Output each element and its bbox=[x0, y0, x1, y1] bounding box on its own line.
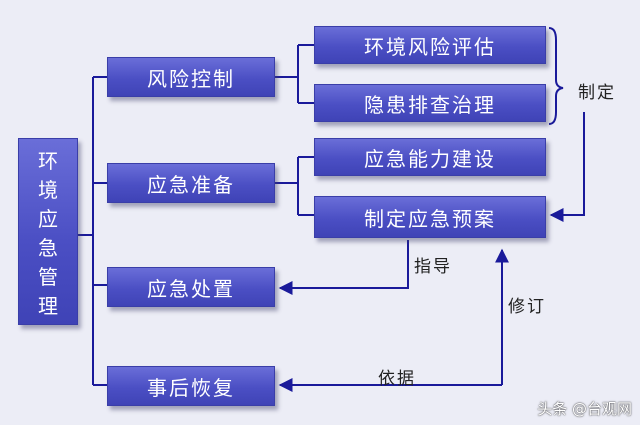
root-char: 理 bbox=[38, 293, 58, 318]
arrow-zhiding bbox=[549, 112, 585, 222]
root-char: 环 bbox=[38, 148, 58, 173]
connector-preparation-bracket bbox=[275, 156, 314, 216]
edge-label-xiuding: 修订 bbox=[508, 297, 546, 317]
node-risk-control: 风险控制 bbox=[107, 57, 275, 97]
root-char: 管 bbox=[38, 264, 58, 289]
node-emergency-response: 应急处置 bbox=[107, 267, 275, 307]
root-char: 境 bbox=[38, 177, 58, 202]
watermark: 头条 @台观网 bbox=[537, 400, 632, 418]
brace-right bbox=[548, 27, 564, 125]
edge-label-yiju: 依据 bbox=[378, 369, 416, 389]
node-emergency-plan: 制定应急预案 bbox=[314, 196, 546, 238]
node-emergency-preparation: 应急准备 bbox=[107, 163, 275, 203]
connector-risk-control-bracket bbox=[275, 44, 314, 104]
node-recovery: 事后恢复 bbox=[107, 366, 275, 406]
node-capacity-building: 应急能力建设 bbox=[314, 138, 546, 176]
root-char: 急 bbox=[38, 235, 58, 260]
arrow-zhidao bbox=[278, 240, 409, 295]
root-char: 应 bbox=[38, 206, 58, 231]
root-node: 环 境 应 急 管 理 bbox=[18, 138, 78, 325]
connector-root-tree bbox=[78, 76, 107, 386]
edge-label-zhiding: 制定 bbox=[578, 83, 616, 103]
edge-label-zhidao: 指导 bbox=[414, 257, 452, 277]
node-hazard-investigation: 隐患排查治理 bbox=[314, 84, 546, 122]
node-risk-assessment: 环境风险评估 bbox=[314, 26, 546, 64]
